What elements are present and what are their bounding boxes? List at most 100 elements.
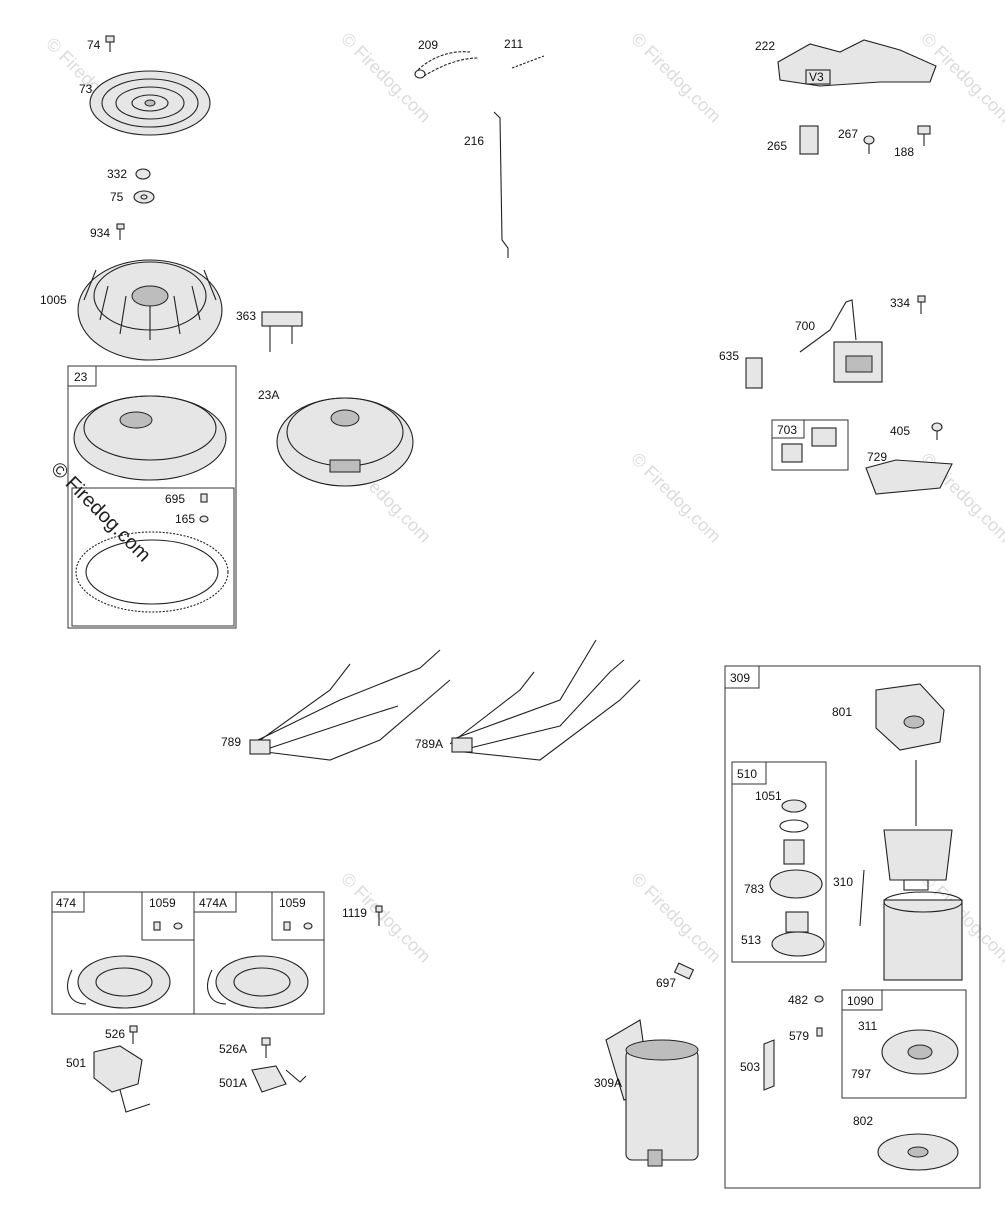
callout-1059-b: 1059: [279, 896, 306, 910]
part-729-gasket: [865, 459, 953, 495]
part-75-washer: [133, 190, 155, 204]
callout-265: 265: [767, 139, 787, 153]
part-1005-fan: [77, 259, 223, 361]
part-334-screw: [917, 295, 926, 314]
part-1051-retainer: [779, 799, 809, 833]
part-802-end-cap: [877, 1133, 959, 1171]
part-783-gear: [769, 869, 823, 899]
part-211-spring: [511, 55, 545, 69]
callout-1090: 1090: [847, 994, 874, 1008]
callout-695: 695: [165, 492, 185, 506]
part-1059-a-screws: [153, 921, 183, 931]
part-789A-harness: [449, 639, 641, 761]
callout-474A: 474A: [199, 896, 227, 910]
callout-267: 267: [838, 127, 858, 141]
part-700-ignition-module: [799, 299, 883, 383]
part-695-screw: [200, 493, 208, 503]
part-1090-brush-plate: [881, 1029, 959, 1075]
callout-75: 75: [110, 190, 124, 204]
part-spring: [783, 839, 805, 865]
watermarks: © Firedog.com © Firedog.com © Firedog.co…: [42, 29, 1005, 967]
part-188-screw: [917, 125, 931, 146]
watermark: © Firedog.com: [627, 869, 725, 967]
part-513-drive: [771, 911, 825, 957]
group-box-1059-b: [271, 891, 325, 941]
part-23-flywheel: [73, 395, 227, 481]
part-503-bracket: [763, 1039, 775, 1091]
part-474A-alternator: [207, 955, 309, 1009]
callout-309A: 309A: [594, 1076, 622, 1090]
part-934-screw: [116, 223, 125, 240]
callout-783: 783: [744, 882, 764, 896]
part-579-spacer: [816, 1027, 823, 1037]
callout-697: 697: [656, 976, 676, 990]
callout-802: 802: [853, 1114, 873, 1128]
callout-526: 526: [105, 1027, 125, 1041]
callout-310: 310: [833, 875, 853, 889]
group-box-1090: [841, 989, 967, 1099]
part-23A-flywheel: [276, 397, 414, 487]
watermark: © Firedog.com: [627, 449, 725, 547]
part-209-spring: [414, 51, 479, 79]
callout-934: 934: [90, 226, 110, 240]
callout-332: 332: [107, 167, 127, 181]
part-1119-screw: [375, 905, 383, 926]
callout-501: 501: [66, 1056, 86, 1070]
callout-474: 474: [56, 896, 76, 910]
part-501-regulator: [93, 1045, 151, 1113]
callout-789A: 789A: [415, 737, 443, 751]
group-tab-23: [67, 365, 97, 387]
part-73-screen: [89, 70, 211, 136]
callout-700: 700: [795, 319, 815, 333]
part-165-nut: [199, 515, 209, 523]
callout-74: 74: [87, 38, 101, 52]
part-ring-gear: [75, 531, 229, 613]
part-222-bracket: V3: [777, 39, 937, 87]
callout-165: 165: [175, 512, 195, 526]
callout-513: 513: [741, 933, 761, 947]
part-1059-b-screws: [283, 921, 313, 931]
part-starter-housing: [883, 891, 963, 981]
part-216-link: [493, 111, 509, 258]
callout-797: 797: [851, 1067, 871, 1081]
callout-309: 309: [730, 671, 750, 685]
part-526-screw: [129, 1025, 138, 1044]
part-405-screw: [931, 422, 943, 440]
callout-23: 23: [74, 370, 88, 384]
part-310-bolt: [859, 869, 865, 927]
callout-334: 334: [890, 296, 910, 310]
callout-579: 579: [789, 1029, 809, 1043]
group-box-23: [67, 365, 237, 629]
callout-363: 363: [236, 309, 256, 323]
callout-501A: 501A: [219, 1076, 247, 1090]
callout-311: 311: [858, 1019, 877, 1033]
callout-1059-a: 1059: [149, 896, 176, 910]
watermark: © Firedog.com: [627, 29, 725, 127]
callout-729: 729: [867, 450, 887, 464]
part-armature: [883, 760, 953, 891]
callout-801: 801: [832, 705, 852, 719]
group-box-474A: [193, 891, 325, 1015]
group-tab-474A: [193, 891, 237, 913]
svg-text:V3: V3: [809, 70, 824, 84]
subgroup-box-ring-gear: [71, 487, 235, 627]
callout-405: 405: [890, 424, 910, 438]
callout-23A: 23A: [258, 388, 279, 402]
group-box-703: [771, 419, 849, 471]
callout-labels: 74 73 332 75 934 1005 363 23 23A 695 165…: [40, 37, 914, 1128]
part-482-nut: [814, 995, 824, 1003]
part-474-alternator: [67, 955, 171, 1009]
part-74-bolt: [105, 35, 115, 52]
callout-526A: 526A: [219, 1042, 247, 1056]
part-363-bracket: [261, 311, 303, 352]
callout-216: 216: [464, 134, 484, 148]
callout-1119: 1119: [342, 906, 367, 920]
callout-503: 503: [740, 1060, 760, 1074]
callout-482: 482: [788, 993, 808, 1007]
callout-222: 222: [755, 39, 775, 53]
callout-1051: 1051: [755, 789, 782, 803]
part-801-end-cap: [875, 683, 945, 751]
part-635-boot: [745, 357, 763, 389]
